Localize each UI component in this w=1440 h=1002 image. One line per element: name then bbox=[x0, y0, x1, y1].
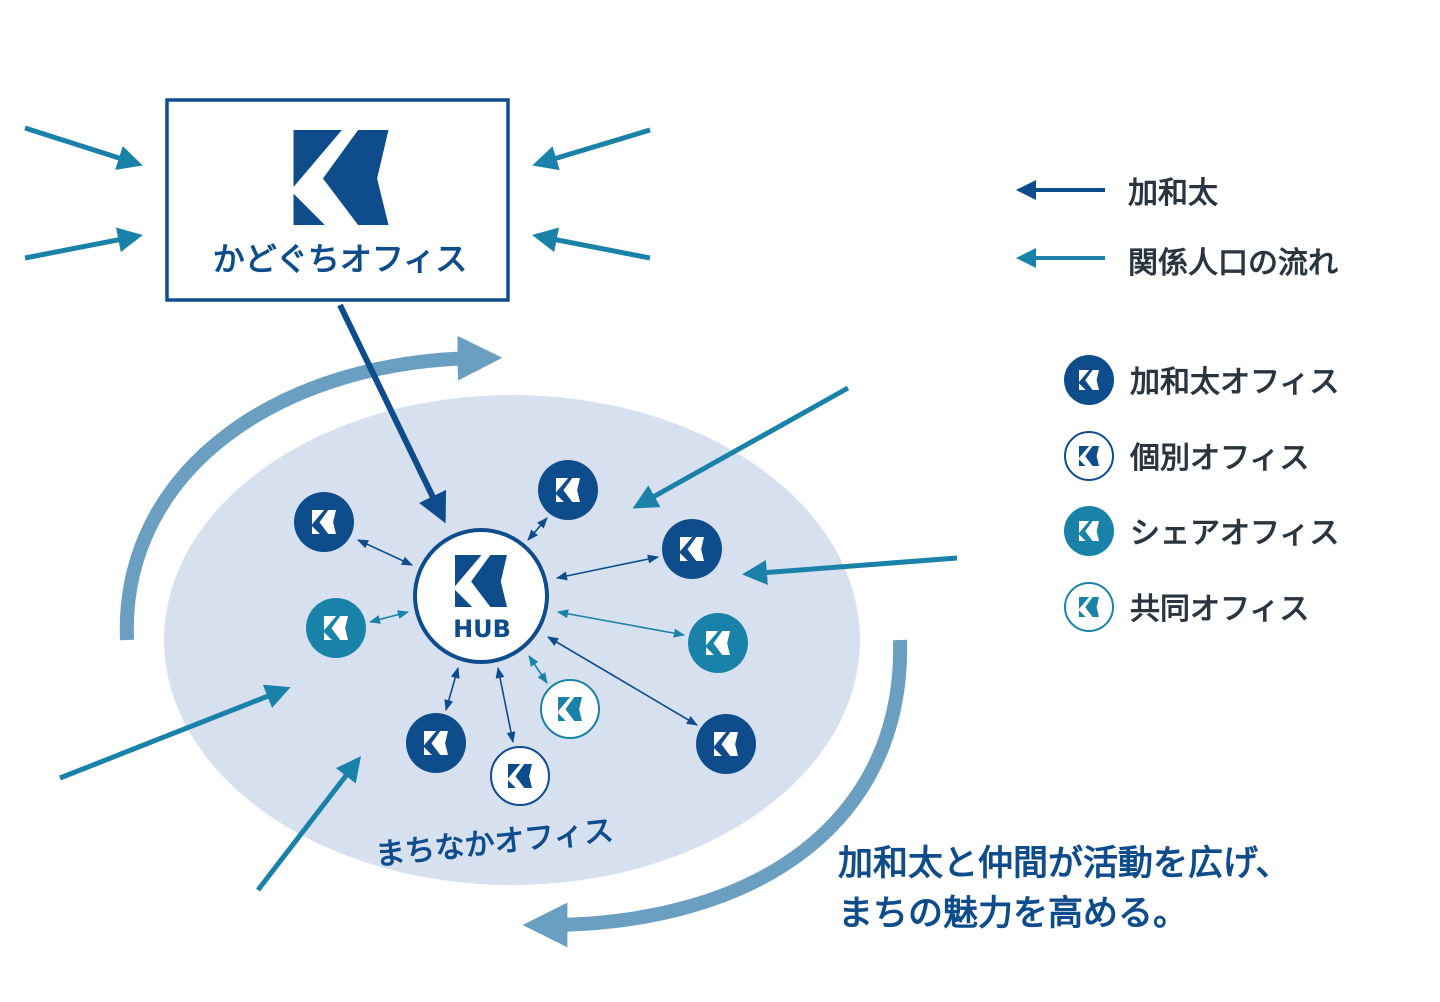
kawata-office-node bbox=[538, 460, 598, 520]
cycle-arrow-lower bbox=[522, 639, 908, 948]
legend-label: 加和太オフィス bbox=[1130, 365, 1339, 400]
legend-label: 個別オフィス bbox=[1129, 441, 1309, 476]
share-office-node bbox=[688, 613, 748, 673]
kawata-office-node bbox=[696, 714, 756, 774]
gateway-label: かどぐちオフィス bbox=[213, 240, 467, 278]
joint-office-node bbox=[540, 679, 600, 739]
legend-joint-office-icon bbox=[1064, 582, 1114, 632]
office-nodes bbox=[294, 460, 756, 806]
gateway-office: かどぐちオフィス bbox=[165, 98, 510, 302]
legend-label: シェアオフィス bbox=[1130, 516, 1339, 551]
gateway-to-hub-arrow bbox=[337, 303, 447, 524]
tagline-line1: 加和太と仲間が活動を広げ、 bbox=[838, 844, 1291, 884]
hub-connections bbox=[356, 517, 698, 744]
legend-label: 関係人口の流れ bbox=[1128, 246, 1338, 281]
kawata-office-node bbox=[406, 713, 466, 773]
inflow-arrows bbox=[24, 125, 958, 892]
kawata-office-node bbox=[662, 519, 722, 579]
kawata-office-node bbox=[294, 492, 354, 552]
legend-kawata-office-icon bbox=[1064, 355, 1114, 405]
individual-office-node bbox=[490, 746, 550, 806]
legend-label: 加和太 bbox=[1128, 176, 1219, 211]
legend-share-office-icon bbox=[1064, 506, 1114, 556]
legend: 加和太 関係人口の流れ 加和太オフィス 個別オフィス シェアオフィス 共同オフィ… bbox=[1016, 176, 1339, 632]
legend-label: 共同オフィス bbox=[1130, 592, 1309, 627]
legend-individual-office-icon bbox=[1064, 431, 1114, 481]
share-office-node bbox=[306, 598, 366, 658]
tagline-line2: まちの魅力を高める。 bbox=[838, 894, 1188, 934]
cycle-arrow-upper bbox=[119, 335, 503, 641]
hub-node: HUB bbox=[413, 528, 549, 664]
hub-label: HUB bbox=[453, 615, 511, 643]
